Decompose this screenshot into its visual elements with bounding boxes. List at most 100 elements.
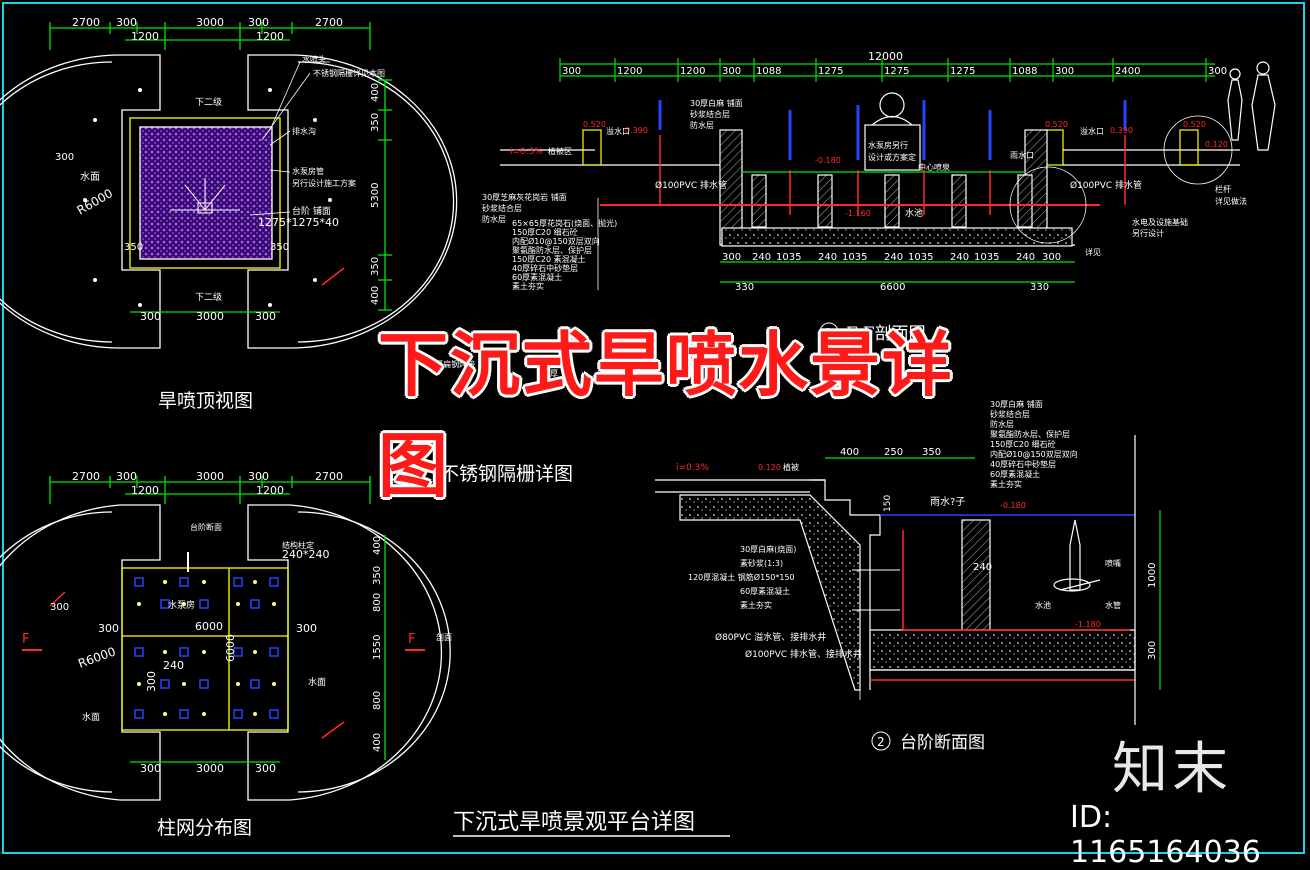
svg-text:Ø80PVC 溢水管、接排水井: Ø80PVC 溢水管、接排水井 [715, 631, 826, 643]
column-grid-title: 柱网分布图 [157, 817, 252, 839]
platform-title: 下沉式旱喷景观平台详图 [453, 810, 695, 835]
svg-text:240: 240 [163, 659, 184, 672]
svg-text:150: 150 [883, 495, 893, 512]
svg-text:-0.180: -0.180 [815, 156, 841, 165]
nozzle-dot [137, 682, 141, 686]
drawing-banner-title: 下沉式旱喷水景详图 [378, 324, 954, 507]
layer-label: 防水层 [482, 214, 506, 224]
svg-text:-1.180: -1.180 [1075, 620, 1101, 629]
svg-text:300: 300 [116, 16, 137, 29]
layer-label: 150厚C20 素混凝土 [512, 254, 586, 264]
top-view [0, 22, 458, 349]
svg-text:0.520: 0.520 [583, 120, 606, 129]
nozzle-dot [202, 712, 206, 716]
svg-text:i=0.3%: i=0.3% [676, 463, 709, 473]
svg-text:中心喷泉: 中心喷泉 [918, 162, 950, 172]
svg-text:400: 400 [370, 83, 381, 102]
svg-text:300: 300 [248, 16, 269, 29]
layer-label: 砂浆结合层 [690, 109, 730, 119]
svg-text:-1.160: -1.160 [845, 209, 871, 218]
nozzle-dot [272, 682, 276, 686]
svg-text:300: 300 [248, 470, 269, 483]
svg-text:330: 330 [735, 282, 754, 293]
svg-text:2: 2 [877, 735, 885, 749]
ff-bottom-dim: 240 [1016, 252, 1035, 263]
column-marker [179, 647, 189, 657]
svg-text:240*240: 240*240 [282, 548, 330, 561]
ff-top-dim: 1200 [617, 66, 642, 77]
svg-text:台阶断面图: 台阶断面图 [900, 733, 985, 753]
ff-top-dim: 1275 [818, 66, 843, 77]
nozzle-dot [137, 602, 141, 606]
svg-text:R6000: R6000 [76, 644, 117, 670]
svg-text:详见: 详见 [1085, 247, 1101, 257]
svg-text:植被区: 植被区 [548, 146, 572, 156]
layer-label: 150厚C20 细石砼 [512, 227, 578, 237]
ff-top-dim: 1200 [680, 66, 705, 77]
watermark-id: ID: 1165164036 [1070, 800, 1261, 870]
svg-text:Ø100PVC 排水管: Ø100PVC 排水管 [1070, 179, 1142, 191]
ff-bottom-dim: 1035 [908, 252, 933, 263]
ff-bottom-dim: 240 [950, 252, 969, 263]
ff-top-dim: 300 [562, 66, 581, 77]
column-marker [233, 709, 243, 719]
svg-text:350: 350 [922, 447, 941, 458]
svg-text:2700: 2700 [72, 470, 100, 483]
nozzle-dot [253, 712, 257, 716]
layer-label: 聚氨酯防水层、保护层 [512, 245, 592, 255]
layer-label: 30厚白麻(烧面) [740, 544, 796, 554]
layer-label: 内配Ø10@150双层双向 [990, 449, 1078, 459]
column-marker [134, 647, 144, 657]
view-titles: 旱喷顶视图 柱网分布图 不锈钢隔栅详图 下沉式旱喷景观平台详图 [157, 390, 730, 839]
svg-text:下二级: 下二级 [195, 96, 222, 108]
layer-label: 防水层 [690, 120, 714, 130]
layer-label: 60厚素混凝土 [990, 469, 1040, 479]
layer-label: 40厚碎石中砂垫层 [990, 459, 1056, 469]
svg-text:F: F [408, 632, 415, 647]
watermark-logo: 知末 [1112, 737, 1232, 802]
svg-text:400: 400 [840, 447, 859, 458]
ff-bottom-dim: 240 [818, 252, 837, 263]
layer-label: 150厚C20 细石砼 [990, 439, 1056, 449]
layer-label: 砂浆结合层 [482, 203, 522, 213]
column-marker [250, 599, 260, 609]
layer-label: 素土夯实 [512, 281, 544, 291]
svg-text:F-F剖面图: F-F剖面图 [846, 324, 926, 344]
svg-text:0.520: 0.520 [1183, 120, 1206, 129]
svg-text:喷嘴: 喷嘴 [1105, 558, 1121, 568]
ff-top-dim: 1275 [950, 66, 975, 77]
svg-text:300: 300 [1147, 641, 1158, 660]
column-marker [160, 599, 170, 609]
layer-label: 防水层 [990, 419, 1014, 429]
svg-text:3000: 3000 [196, 470, 224, 483]
svg-text:排水沟: 排水沟 [292, 126, 316, 136]
svg-text:350: 350 [372, 566, 383, 585]
layer-label: 60厚素混凝土 [740, 586, 790, 596]
svg-text:3000: 3000 [196, 762, 224, 775]
svg-text:水泵房管: 水泵房管 [292, 166, 324, 176]
ff-top-dim: 1088 [1012, 66, 1037, 77]
svg-text:1: 1 [825, 326, 833, 340]
svg-text:300: 300 [145, 671, 158, 692]
column-marker [250, 679, 260, 689]
layer-label: 30厚芝麻灰花岗岩 铺面 [482, 192, 567, 202]
svg-text:i=0.3%: i=0.3% [510, 147, 543, 157]
svg-text:Ø100PVC 排水管、接排水井: Ø100PVC 排水管、接排水井 [745, 648, 862, 660]
svg-text:3000: 3000 [196, 16, 224, 29]
svg-text:水喷头: 水喷头 [302, 54, 326, 64]
svg-text:350: 350 [124, 242, 143, 253]
svg-text:水面: 水面 [80, 171, 100, 183]
svg-text:800: 800 [372, 593, 383, 612]
layer-label: 聚氨酯防水层、保护层 [990, 429, 1070, 439]
svg-text:水面: 水面 [82, 711, 100, 723]
svg-text:6600: 6600 [880, 282, 905, 293]
svg-text:300: 300 [255, 762, 276, 775]
nozzle-dot [253, 650, 257, 654]
svg-text:350: 350 [370, 113, 381, 132]
svg-text:水池: 水池 [1035, 600, 1051, 610]
svg-text:栏杆: 栏杆 [1215, 184, 1231, 194]
nozzle-dot [202, 650, 206, 654]
svg-text:另行设计施工方案: 另行设计施工方案 [292, 178, 356, 188]
step-section-text: 400 250 350 i=0.3% 0.120 植被 雨水?子 -0.180 … [676, 399, 1158, 753]
